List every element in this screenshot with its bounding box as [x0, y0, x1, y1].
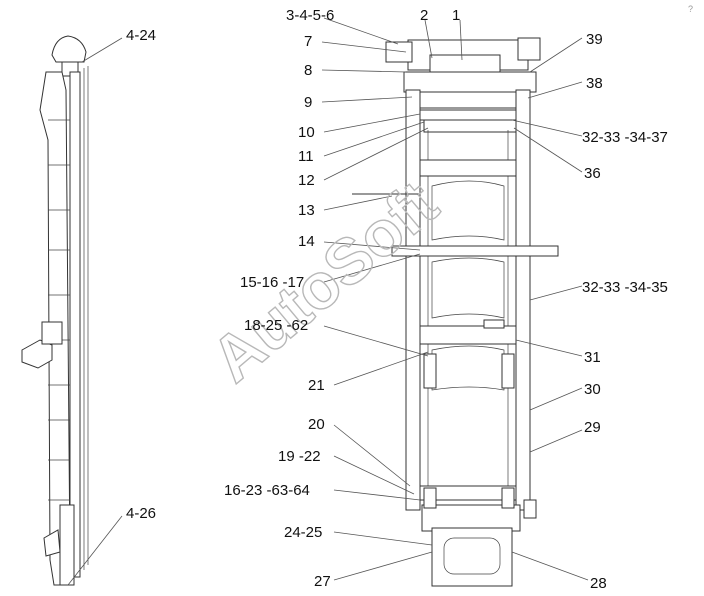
- label-38: 38: [586, 75, 603, 92]
- label-8: 8: [304, 62, 312, 79]
- label-14: 14: [298, 233, 315, 250]
- label-16-23-63-64: 16-23 -63-64: [224, 482, 310, 499]
- label-15-16-17: 15-16 -17: [240, 274, 304, 291]
- label-4-26: 4-26: [126, 505, 156, 522]
- label-9: 9: [304, 94, 312, 111]
- part-labels: 4-24 4-26 3-4-5-6 2 1 7 8 9 10 11 12 13 …: [126, 7, 668, 592]
- label-3-4-5-6: 3-4-5-6: [286, 7, 334, 24]
- label-1: 1: [452, 7, 460, 24]
- label-32-33-34-35: 32-33 -34-35: [582, 279, 668, 296]
- label-12: 12: [298, 172, 315, 189]
- label-13: 13: [298, 202, 315, 219]
- label-19-22: 19 -22: [278, 448, 321, 465]
- label-30: 30: [584, 381, 601, 398]
- corner-mark: ?: [688, 4, 693, 14]
- label-2: 2: [420, 7, 428, 24]
- label-31: 31: [584, 349, 601, 366]
- label-10: 10: [298, 124, 315, 141]
- label-11: 11: [298, 148, 314, 165]
- side-view-frame: [21, 35, 89, 586]
- label-7: 7: [304, 33, 312, 50]
- leader-lines: [67, 17, 589, 586]
- label-39: 39: [586, 31, 603, 48]
- label-36: 36: [584, 165, 601, 182]
- label-20: 20: [308, 416, 325, 433]
- label-32-33-34-37: 32-33 -34-37: [582, 129, 668, 146]
- top-view-frame: [352, 37, 559, 587]
- label-27: 27: [314, 573, 331, 590]
- label-24-25: 24-25: [284, 524, 322, 541]
- label-4-24: 4-24: [126, 27, 156, 44]
- label-28: 28: [590, 575, 607, 592]
- label-21: 21: [308, 377, 325, 394]
- label-29: 29: [584, 419, 601, 436]
- label-18-25-62: 18-25 -62: [244, 317, 308, 334]
